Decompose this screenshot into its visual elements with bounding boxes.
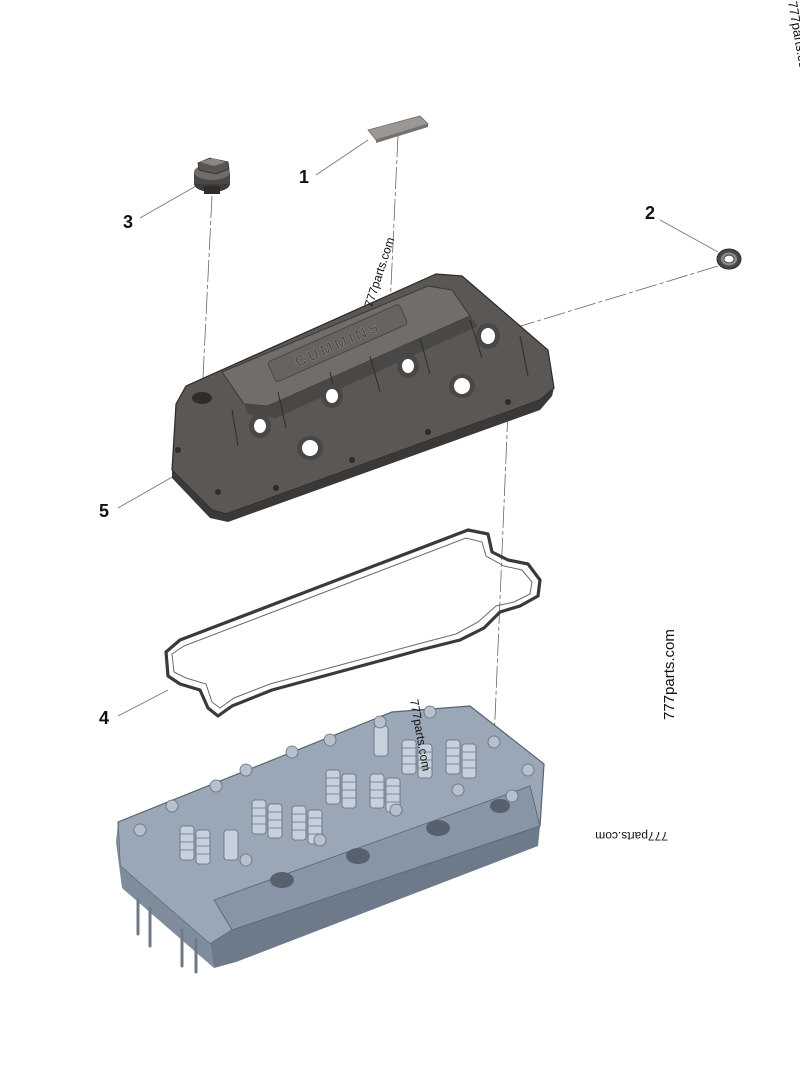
leader-line-5: [117, 475, 175, 509]
leader-line-2: [659, 219, 719, 253]
leader-line-4: [117, 689, 169, 717]
assembly-line-plate: [385, 134, 399, 396]
watermark-top-right: 777parts.com: [785, 0, 800, 80]
watermark-upside-down: 777parts.com: [595, 829, 668, 843]
cylinder-head-part[interactable]: [116, 705, 545, 974]
callout-1[interactable]: 1: [299, 167, 309, 187]
oil-filler-cap-part[interactable]: [194, 157, 230, 194]
callout-3[interactable]: 3: [123, 212, 133, 232]
watermark-right-vertical: 777parts.com: [661, 629, 678, 720]
head-studs: [136, 898, 198, 974]
cover-holes: [192, 323, 500, 460]
assembly-line-bolt: [493, 409, 509, 743]
assembly-lines: [201, 134, 719, 743]
head-ports: [270, 799, 510, 888]
seal-ring-part[interactable]: [716, 248, 742, 270]
valve-cover-part[interactable]: CUMMINS: [171, 273, 555, 522]
label-plate-part[interactable]: [367, 115, 429, 143]
callout-2[interactable]: 2: [645, 203, 655, 223]
assembly-line-seal: [487, 265, 719, 337]
leader-line-3: [139, 185, 197, 219]
leader-line-1: [315, 139, 369, 176]
cover-studs: [175, 399, 511, 495]
leader-lines: [117, 139, 719, 717]
gasket-part[interactable]: [164, 528, 542, 718]
head-bolts: [133, 705, 535, 867]
callout-4[interactable]: 4: [99, 708, 109, 728]
assembly-line-oil-cap: [201, 195, 213, 399]
callout-5[interactable]: 5: [99, 501, 109, 521]
cover-ribs: [231, 319, 529, 447]
callouts: 1 2 3 4 5: [99, 167, 655, 728]
